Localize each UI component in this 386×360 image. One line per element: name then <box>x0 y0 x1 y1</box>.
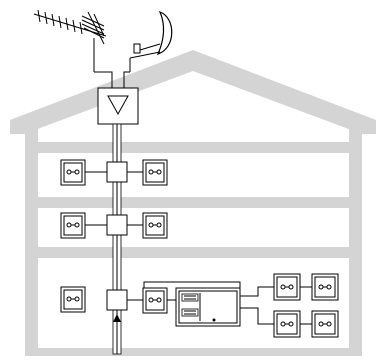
left-wall <box>25 126 38 354</box>
tv-outlet-icon <box>142 287 168 314</box>
floor-3 <box>60 273 339 338</box>
tv-outlet-icon <box>311 273 339 301</box>
multiswitch-icon <box>175 287 241 327</box>
floor-1 <box>60 159 168 186</box>
tv-outlet-icon <box>273 273 301 301</box>
antenna-feed-lines <box>94 71 130 88</box>
floor-slab-1 <box>25 142 362 153</box>
ground-slab <box>25 348 362 356</box>
floor-slab-2 <box>25 197 362 208</box>
right-wall <box>349 126 362 354</box>
floor-slab-3 <box>25 247 362 258</box>
tv-outlet-icon <box>142 212 168 239</box>
tv-outlet-icon <box>60 212 86 239</box>
splitter-icon <box>106 214 128 236</box>
terrestrial-antenna-icon <box>33 9 107 72</box>
tv-outlet-icon <box>60 286 86 313</box>
house-shell <box>10 50 376 356</box>
tv-outlet-icon <box>142 159 168 186</box>
amplifier-icon <box>97 87 139 125</box>
floor-2 <box>60 212 168 239</box>
splitter-icon <box>106 289 128 311</box>
feed-direction-arrow-icon <box>113 314 121 322</box>
tv-outlet-icon <box>273 310 301 338</box>
splitter-icon <box>106 161 128 183</box>
tv-outlet-icon <box>60 159 86 186</box>
roof <box>10 50 376 134</box>
satellite-dish-icon <box>129 10 173 72</box>
tv-outlet-icon <box>311 310 339 338</box>
